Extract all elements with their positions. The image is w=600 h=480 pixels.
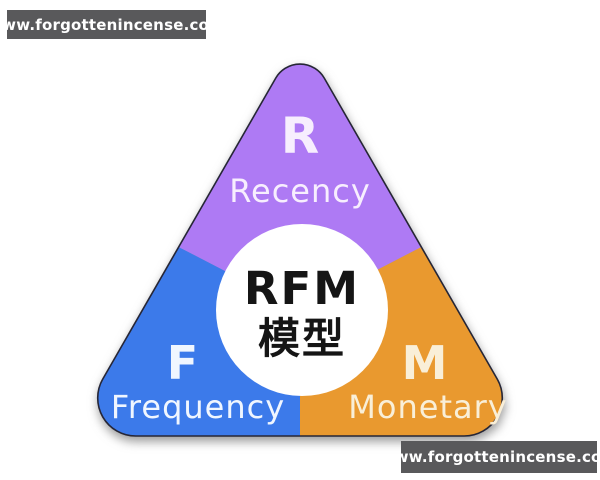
watermark-bottom-right: www.forgottenincense.com	[381, 441, 600, 473]
watermark-text: www.forgottenincense.com	[0, 15, 225, 34]
segment-letter-recency: R	[281, 107, 320, 165]
center-circle	[216, 224, 388, 396]
watermark-text: www.forgottenincense.com	[380, 448, 600, 466]
center-subtitle: 模型	[258, 314, 346, 363]
watermark-top-left: www.forgottenincense.com	[0, 10, 225, 39]
segment-letter-monetary: M	[402, 336, 449, 390]
center-title: RFM	[244, 262, 360, 315]
segment-label-frequency: Frequency	[111, 388, 285, 426]
segment-letter-frequency: F	[167, 336, 199, 390]
triangle-outline	[96, 63, 504, 437]
segment-label-monetary: Monetary	[348, 388, 507, 426]
segment-label-recency: Recency	[229, 172, 371, 210]
